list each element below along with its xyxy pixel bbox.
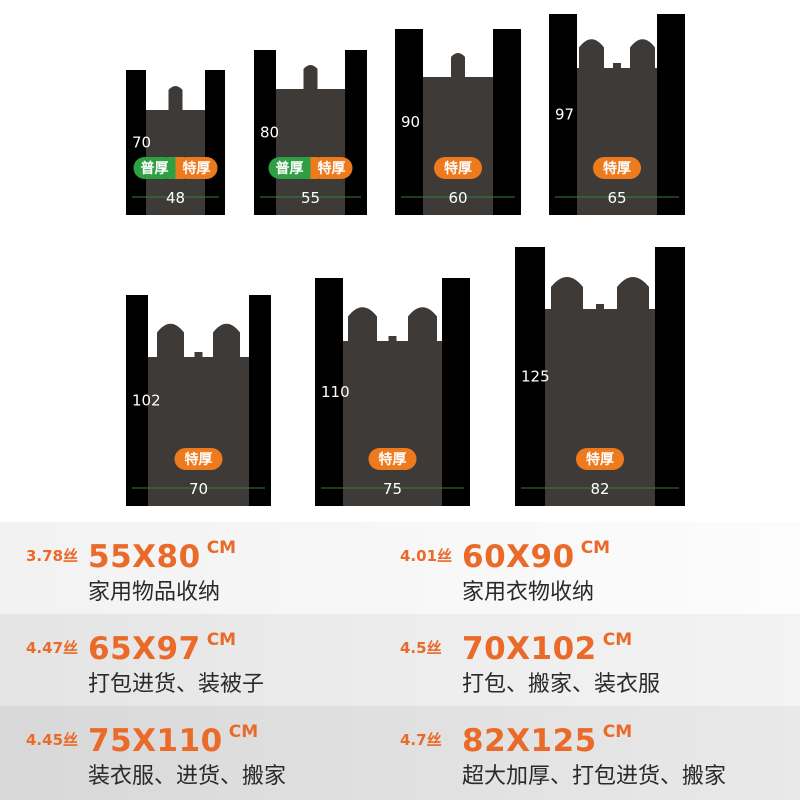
normal-thickness-badge bbox=[268, 157, 311, 179]
usage-label: 超大加厚、打包进货、搬家 bbox=[462, 764, 727, 789]
bag-side-right bbox=[657, 14, 685, 215]
badge-label: 特厚 bbox=[318, 160, 346, 177]
height-label: 102 bbox=[132, 392, 161, 410]
bag-side-left bbox=[315, 278, 343, 506]
bag-side-left bbox=[549, 14, 577, 215]
badge-label: 特厚 bbox=[379, 451, 407, 468]
height-label: 80 bbox=[260, 124, 279, 142]
badge-label: 特厚 bbox=[603, 160, 631, 177]
bag-body bbox=[395, 29, 521, 215]
badge-label: 特厚 bbox=[185, 451, 213, 468]
bag-side-left bbox=[515, 247, 545, 506]
height-label: 70 bbox=[132, 134, 151, 152]
usage-label: 打包进货、装被子 bbox=[88, 672, 265, 697]
unit-label: CM bbox=[206, 630, 237, 650]
extra-thick-badge bbox=[310, 157, 353, 179]
bag-side-left bbox=[126, 295, 148, 506]
bag-side-left bbox=[126, 70, 146, 215]
width-label: 55 bbox=[301, 189, 320, 207]
thickness-label: 4.45丝 bbox=[26, 731, 79, 749]
usage-label: 打包、搬家、装衣服 bbox=[462, 672, 661, 697]
badge-label: 普厚 bbox=[141, 160, 169, 177]
height-label: 90 bbox=[401, 113, 420, 131]
unit-label: CM bbox=[602, 722, 633, 742]
bag-side-left bbox=[395, 29, 423, 215]
bag-4: 65 97 特厚 bbox=[549, 14, 685, 215]
bag-5: 70 102 特厚 bbox=[126, 295, 271, 506]
badge-joint-left bbox=[167, 157, 176, 179]
unit-label: CM bbox=[580, 538, 611, 558]
badge-label: 特厚 bbox=[444, 160, 472, 177]
extra-thick-badge bbox=[368, 448, 417, 470]
width-label: 48 bbox=[166, 189, 185, 207]
extra-thick-badge bbox=[175, 157, 218, 179]
thickness-label: 3.78丝 bbox=[26, 547, 79, 565]
extra-thick-badge bbox=[174, 448, 223, 470]
bag-6: 75 110 特厚 bbox=[315, 278, 470, 506]
bag-7: 82 125 特厚 bbox=[515, 247, 685, 506]
badge-joint-left bbox=[302, 157, 311, 179]
size-label: 70X102 bbox=[462, 631, 597, 667]
usage-label: 装衣服、进货、搬家 bbox=[88, 764, 287, 789]
bag-side-right bbox=[655, 247, 685, 506]
thickness-label: 4.47丝 bbox=[26, 639, 79, 657]
height-label: 125 bbox=[521, 368, 550, 386]
unit-label: CM bbox=[228, 722, 259, 742]
size-label: 75X110 bbox=[88, 723, 223, 759]
unit-label: CM bbox=[206, 538, 237, 558]
bag-body bbox=[549, 14, 685, 215]
normal-thickness-badge bbox=[133, 157, 176, 179]
size-label: 65X97 bbox=[88, 631, 201, 667]
width-label: 65 bbox=[607, 189, 626, 207]
width-label: 75 bbox=[383, 480, 402, 498]
usage-label: 家用物品收纳 bbox=[88, 580, 221, 605]
width-label: 60 bbox=[448, 189, 467, 207]
bag-body bbox=[315, 278, 470, 506]
unit-label: CM bbox=[602, 630, 633, 650]
bag-side-right bbox=[493, 29, 521, 215]
size-label: 82X125 bbox=[462, 723, 597, 759]
bag-3: 60 90 特厚 bbox=[395, 29, 521, 215]
size-label: 60X90 bbox=[462, 539, 575, 575]
bag-silhouettes: 4870普厚特厚5580普厚特厚6090特厚6597特厚70102特厚75110… bbox=[126, 14, 685, 506]
bag-side-right bbox=[205, 70, 225, 215]
thickness-label: 4.5丝 bbox=[400, 639, 442, 657]
bag-body bbox=[126, 295, 271, 506]
width-label: 82 bbox=[590, 480, 609, 498]
bag-side-right bbox=[345, 50, 367, 215]
thickness-label: 4.7丝 bbox=[400, 731, 442, 749]
bag-1: 48 70 普厚特厚 bbox=[126, 70, 225, 215]
size-label: 55X80 bbox=[88, 539, 201, 575]
bag-body bbox=[515, 247, 685, 506]
extra-thick-badge bbox=[593, 157, 641, 179]
badge-label: 特厚 bbox=[183, 160, 211, 177]
usage-label: 家用衣物收纳 bbox=[462, 580, 595, 605]
extra-thick-badge bbox=[434, 157, 482, 179]
bag-side-right bbox=[442, 278, 470, 506]
bag-side-right bbox=[249, 295, 271, 506]
thickness-label: 4.01丝 bbox=[400, 547, 453, 565]
bag-2: 55 80 普厚特厚 bbox=[254, 50, 367, 215]
height-label: 110 bbox=[321, 383, 350, 401]
badge-label: 普厚 bbox=[276, 160, 304, 177]
width-label: 70 bbox=[189, 480, 208, 498]
height-label: 97 bbox=[555, 106, 574, 124]
badge-label: 特厚 bbox=[586, 451, 614, 468]
extra-thick-badge bbox=[576, 448, 624, 470]
